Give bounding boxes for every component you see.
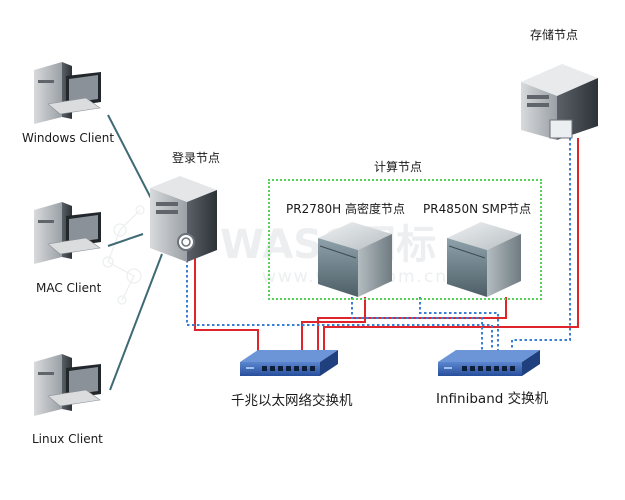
windows-client-link: [107, 114, 156, 207]
compute-node-b-label: PR4850N SMP节点: [423, 202, 532, 216]
compute-node-pr4850n-icon: [447, 222, 521, 297]
storage-ethernet-link: [323, 138, 579, 358]
windows-client-pc-icon: [34, 62, 101, 124]
storage-node-label: 存储节点: [530, 28, 579, 42]
compute-cluster-box: [268, 179, 542, 300]
login-ethernet-link: [194, 248, 259, 358]
windows-client-label: Windows Client: [22, 131, 115, 145]
mac-client-pc-icon: [34, 202, 101, 264]
linux-client-link: [109, 253, 163, 391]
login-node-server-icon: [150, 176, 217, 262]
infiniband-switch-icon: [438, 350, 540, 376]
login-node-label: 登录节点: [172, 151, 221, 165]
gigabit-switch-label: 千兆以太网络交换机: [231, 393, 353, 409]
infiniband-switch-label: Infiniband 交换机: [436, 391, 549, 407]
compute-b-infiniband-link: [419, 297, 499, 356]
compute-a-ethernet-link: [301, 297, 366, 358]
linux-client-pc-icon: [34, 354, 101, 416]
client-links: [107, 114, 163, 391]
linux-client-label: Linux Client: [32, 432, 103, 446]
compute-node-pr2780h-icon: [318, 222, 392, 297]
gigabit-switch-icon: [240, 350, 338, 376]
compute-a-infiniband-link: [351, 297, 483, 356]
storage-infiniband-link: [511, 138, 571, 356]
watermark-molecule-icon: [102, 205, 145, 305]
login-infiniband-link: [186, 250, 493, 356]
compute-node-a-label: PR2780H 高密度节点: [286, 202, 405, 216]
mac-client-label: MAC Client: [36, 281, 102, 295]
storage-node-server-icon: [521, 64, 598, 140]
compute-cluster-label: 计算节点: [374, 160, 423, 174]
infiniband-links: [186, 138, 571, 356]
mac-client-link: [107, 233, 144, 247]
